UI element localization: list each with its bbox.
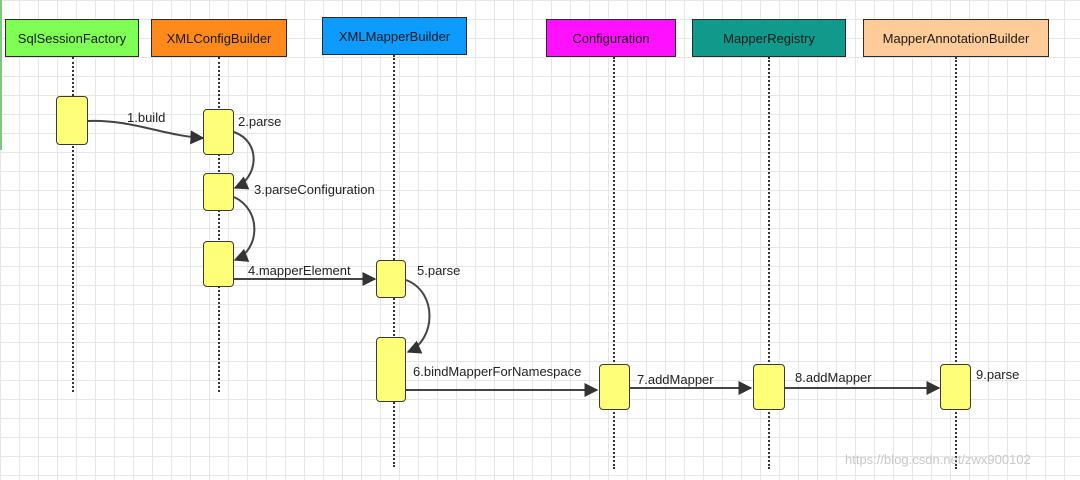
participant-xmlmapperbuilder: XMLMapperBuilder (322, 17, 467, 55)
activation-mapperregistry (753, 364, 785, 410)
message-label-3: 3.parseConfiguration (254, 182, 375, 197)
participant-sqlsessionfactory: SqlSessionFactory (5, 19, 139, 57)
arrow-3-parseconfiguration (233, 196, 256, 262)
message-label-4: 4.mapperElement (248, 263, 351, 278)
participant-configuration: Configuration (546, 19, 676, 57)
activation-sqlsessionfactory (56, 96, 88, 145)
participant-xmlconfigbuilder: XMLConfigBuilder (151, 19, 287, 57)
watermark-text: https://blog.csdn.net/zwx900102 (845, 452, 1031, 467)
message-label-7: 7.addMapper (637, 372, 714, 387)
message-label-9: 9.parse (976, 367, 1020, 382)
activation-xmlconfigbuilder-1 (203, 109, 234, 155)
lifeline-xmlconfigbuilder (218, 57, 220, 392)
message-label-5: 5.parse (417, 263, 461, 278)
lifeline-mapperregistry (768, 57, 770, 469)
activation-xmlconfigbuilder-3 (203, 241, 234, 287)
message-label-6: 6.bindMapperForNamespace (413, 364, 582, 379)
activation-mapperannotationbuilder (940, 364, 971, 410)
lifeline-mapperannotationbuilder (955, 57, 957, 469)
message-label-2: 2.parse (238, 114, 282, 129)
arrow-5-parse (405, 279, 431, 354)
lifeline-configuration (613, 57, 615, 469)
activation-configuration (599, 364, 630, 410)
lifeline-sqlsessionfactory (72, 57, 74, 392)
arrow-1-build (87, 119, 205, 145)
arrow-2-parse (233, 131, 255, 190)
participant-mapperregistry: MapperRegistry (692, 19, 846, 57)
activation-xmlmapperbuilder-1 (376, 260, 406, 298)
message-label-8: 8.addMapper (795, 370, 872, 385)
activation-xmlconfigbuilder-2 (203, 173, 234, 211)
participant-mapperannotationbuilder: MapperAnnotationBuilder (863, 19, 1049, 57)
left-edge-line (0, 0, 2, 150)
activation-xmlmapperbuilder-2 (376, 337, 406, 402)
message-label-1: 1.build (127, 110, 166, 125)
